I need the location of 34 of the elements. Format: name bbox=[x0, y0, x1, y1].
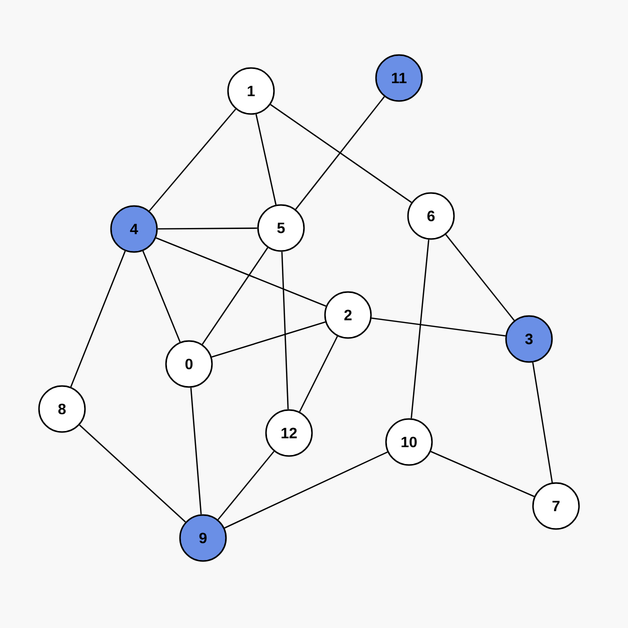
graph-node: 7 bbox=[532, 482, 580, 530]
edge-line bbox=[445, 234, 515, 321]
edge-line bbox=[281, 252, 289, 410]
graph-node: 8 bbox=[38, 385, 86, 433]
edge-line bbox=[410, 240, 430, 418]
edge-line bbox=[70, 250, 126, 388]
graph-node: 11 bbox=[375, 54, 423, 102]
edge-line bbox=[371, 317, 506, 337]
graph-node: 2 bbox=[324, 291, 372, 339]
edge-line bbox=[142, 250, 181, 342]
edge-line bbox=[156, 237, 326, 307]
graph-node: 6 bbox=[407, 192, 455, 240]
edge-line bbox=[224, 451, 388, 529]
graph-node: 3 bbox=[505, 315, 553, 363]
edge-line bbox=[270, 104, 412, 203]
graph-node: 10 bbox=[385, 418, 433, 466]
edge-line bbox=[212, 321, 326, 358]
edge-line bbox=[190, 388, 202, 514]
edge-line bbox=[532, 362, 553, 483]
edge-line bbox=[255, 114, 277, 205]
graph-node: 9 bbox=[179, 514, 227, 562]
graph-node: 5 bbox=[257, 204, 305, 252]
graph-node: 4 bbox=[110, 205, 158, 253]
graph-node: 0 bbox=[165, 340, 213, 388]
edge-line bbox=[158, 228, 258, 230]
edge-line bbox=[218, 450, 274, 520]
graph-node: 1 bbox=[227, 67, 275, 115]
edge-line bbox=[148, 108, 236, 212]
edge-line bbox=[79, 424, 186, 522]
graph-node: 12 bbox=[265, 409, 313, 457]
edge-line bbox=[430, 450, 534, 498]
edge-line bbox=[202, 247, 268, 345]
edge-line bbox=[295, 96, 385, 210]
edge-line bbox=[299, 336, 338, 412]
